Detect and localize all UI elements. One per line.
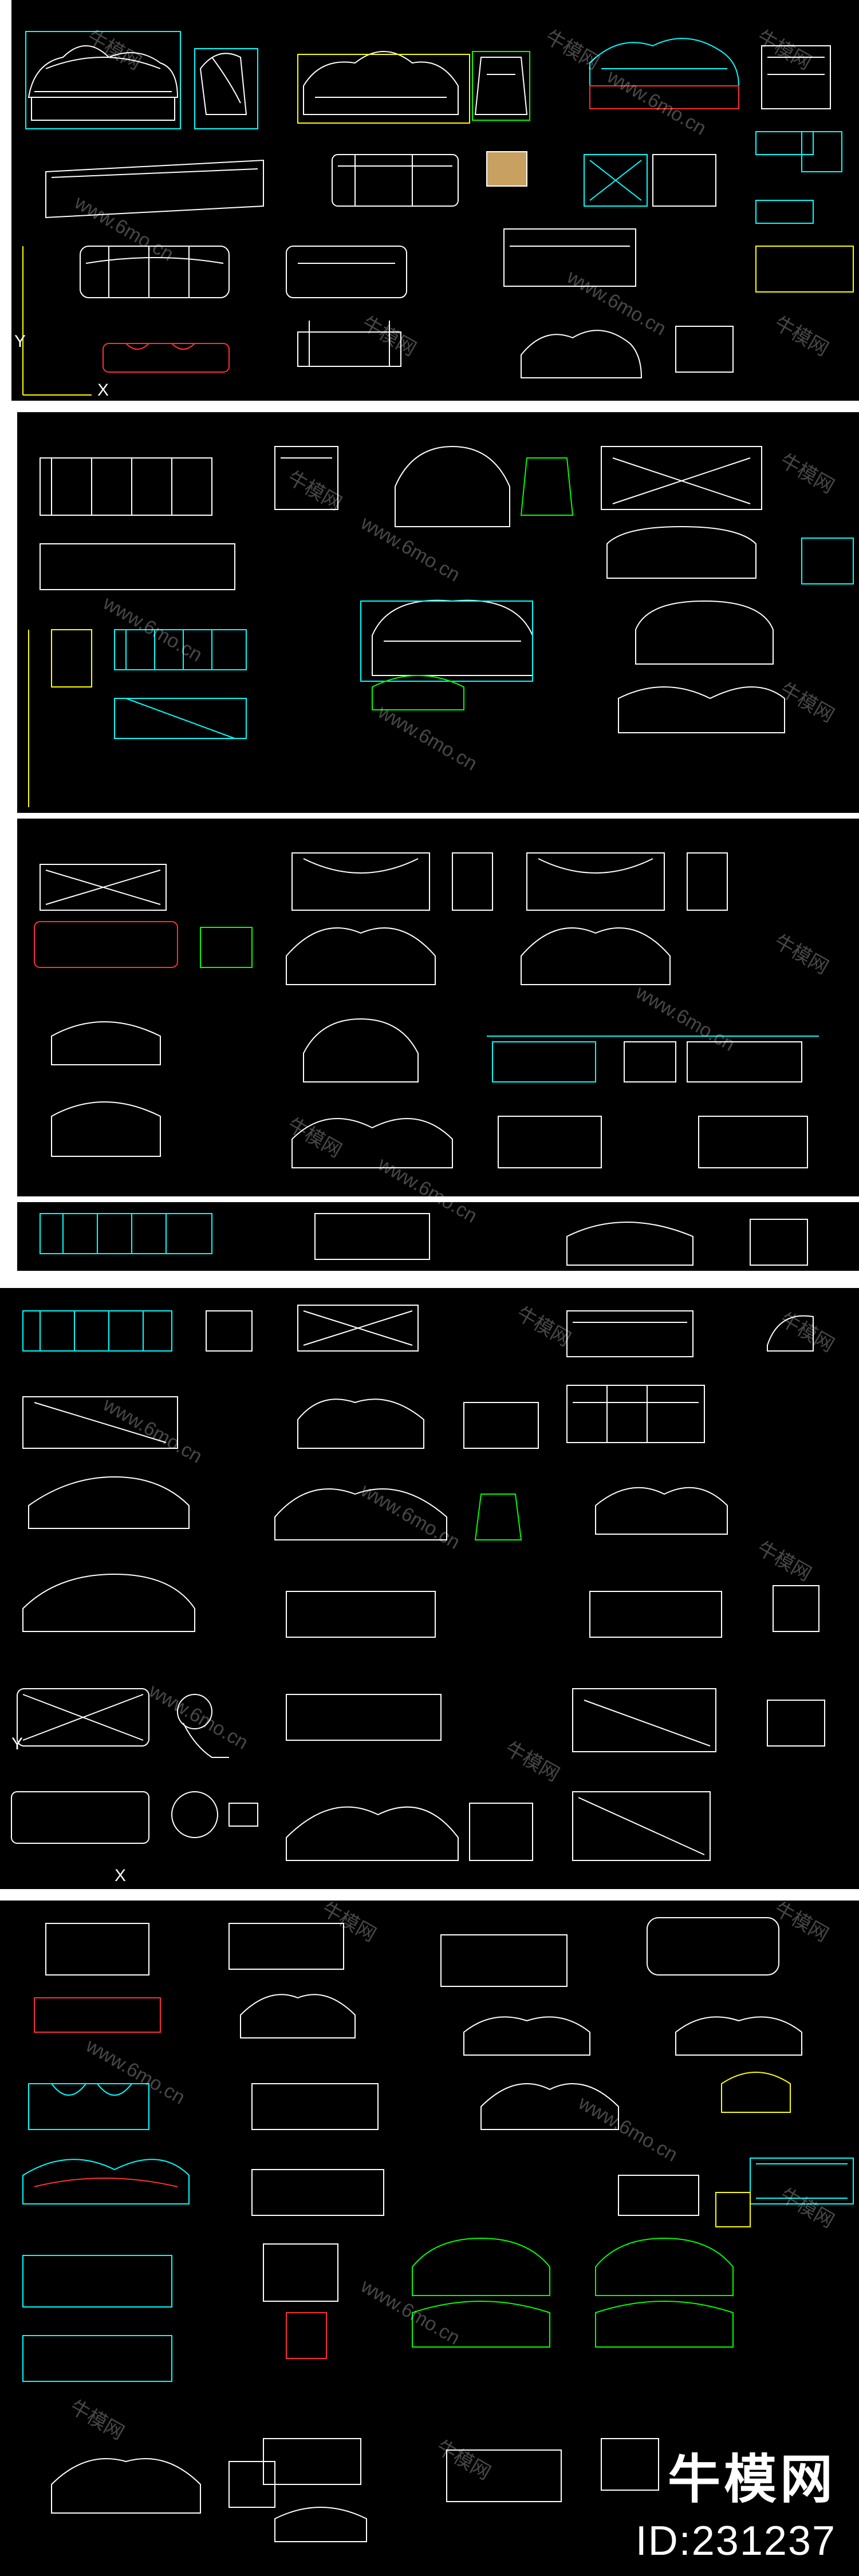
- sofa-drawings-sheet-3: [34, 852, 819, 1168]
- y-axis-label: Y: [14, 332, 26, 351]
- brand-logo-text: 牛模网: [667, 2451, 836, 2509]
- cad-sheet-4: [17, 1202, 859, 1271]
- cad-sheet-1: Y X: [11, 0, 859, 401]
- cad-sheet-5: Y X: [0, 1288, 859, 1889]
- cad-sheet-2: [17, 412, 859, 813]
- x-axis-label: X: [97, 381, 109, 400]
- cad-sheet-3: [17, 819, 859, 1196]
- cad-sheet-7: 牛模网 ID:231237: [0, 2416, 859, 2576]
- y-axis-label-2: Y: [11, 1735, 23, 1753]
- sofa-drawings-sheet-7: [51, 2438, 659, 2542]
- cad-sheet-6: [0, 1901, 859, 2416]
- sofa-drawings-sheet-1: [22, 31, 854, 396]
- model-id-label: ID:231237: [635, 2518, 836, 2564]
- sofa-drawings-sheet-2: [28, 445, 854, 807]
- sofa-drawings-sheet-5: [11, 1305, 825, 1861]
- x-axis-label-2: X: [115, 1866, 127, 1885]
- sofa-drawings-sheet-6: [22, 1917, 854, 2382]
- sofa-drawings-sheet-4: [40, 1213, 808, 1266]
